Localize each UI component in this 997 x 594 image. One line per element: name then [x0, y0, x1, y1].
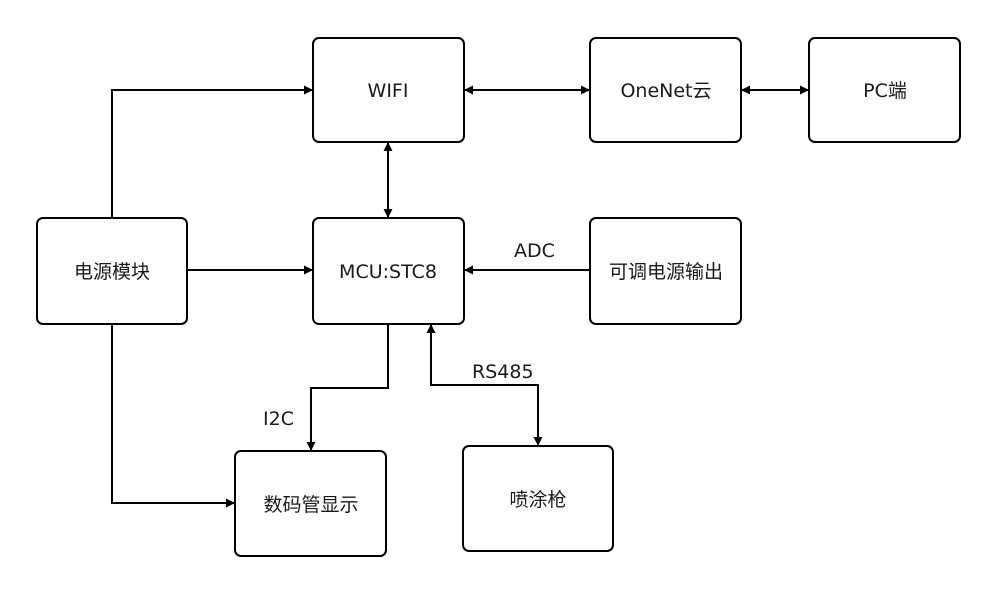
edge-power-to-display — [111, 324, 235, 508]
node-power-module-label: 电源模块 — [74, 261, 150, 283]
node-adjustable-power-output[interactable]: 可调电源输出 — [589, 217, 742, 325]
node-spray-gun-label: 喷涂枪 — [509, 489, 566, 511]
node-power-module[interactable]: 电源模块 — [36, 217, 188, 325]
edge-label-rs485: RS485 — [472, 361, 534, 383]
edge-mcu-spray-gun — [426, 324, 543, 446]
node-adjustable-power-output-label: 可调电源输出 — [609, 261, 723, 283]
edge-mcu-to-display — [306, 324, 389, 451]
edge-label-adc: ADC — [514, 240, 555, 262]
edge-power-to-wifi — [111, 85, 313, 218]
node-mcu[interactable]: MCU:STC8 — [312, 217, 465, 325]
node-wifi[interactable]: WIFI — [312, 37, 465, 143]
node-pc[interactable]: PC端 — [808, 37, 961, 143]
edge-label-i2c: I2C — [263, 408, 294, 430]
node-wifi-label: WIFI — [368, 80, 409, 102]
node-mcu-label: MCU:STC8 — [339, 261, 437, 283]
node-onenet-cloud[interactable]: OneNet云 — [589, 37, 742, 143]
node-display[interactable]: 数码管显示 — [234, 450, 387, 557]
node-pc-label: PC端 — [863, 80, 907, 102]
node-display-label: 数码管显示 — [263, 494, 358, 516]
node-spray-gun[interactable]: 喷涂枪 — [462, 445, 614, 552]
node-onenet-cloud-label: OneNet云 — [620, 80, 711, 102]
